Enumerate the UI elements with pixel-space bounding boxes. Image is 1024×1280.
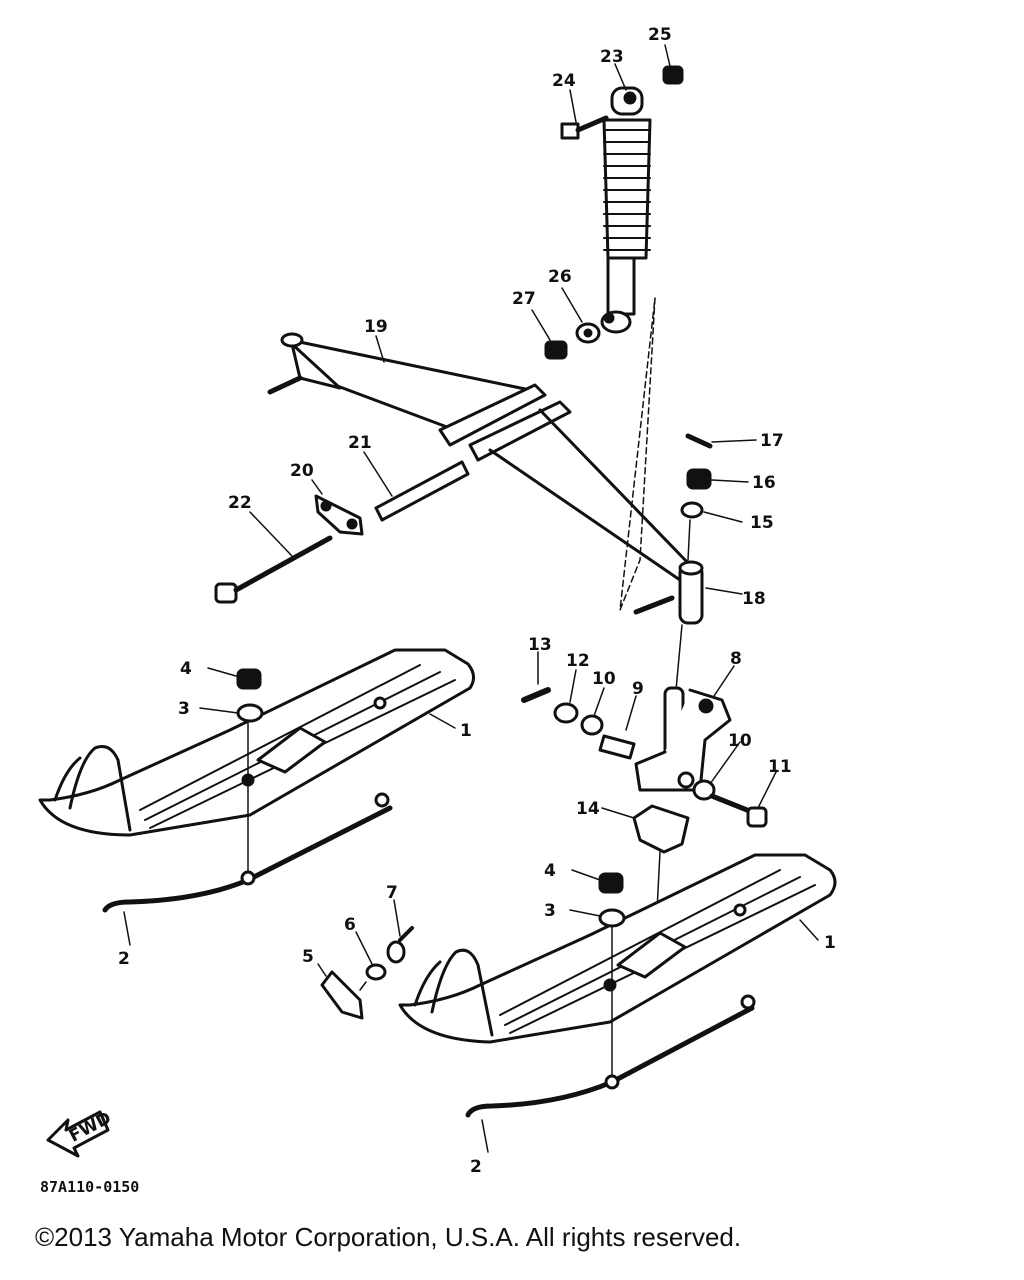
washer-10a xyxy=(580,714,604,736)
collar-9 xyxy=(598,734,636,760)
label-6: 6 xyxy=(344,915,356,935)
cotter-pin-17 xyxy=(685,433,713,449)
label-10a: 10 xyxy=(592,669,616,689)
label-4b: 4 xyxy=(544,861,556,881)
label-1a: 1 xyxy=(460,721,472,741)
label-12: 12 xyxy=(566,651,590,671)
ski-left xyxy=(38,648,475,837)
washer-3a xyxy=(236,703,264,723)
nut-25 xyxy=(662,65,684,85)
label-9: 9 xyxy=(632,679,644,699)
label-3a: 3 xyxy=(178,699,190,719)
ski-right xyxy=(398,853,837,1044)
label-7: 7 xyxy=(386,883,398,903)
label-23: 23 xyxy=(600,47,624,67)
label-18: 18 xyxy=(742,589,766,609)
pin-13 xyxy=(521,687,551,703)
shock-upper-bolt xyxy=(560,115,609,140)
label-14: 14 xyxy=(576,799,600,819)
rivet-7 xyxy=(386,926,414,964)
label-3b: 3 xyxy=(544,901,556,921)
drawing-code: 87A110-0150 xyxy=(40,1178,139,1196)
forward-arrow-icon xyxy=(46,1110,110,1158)
nut-27 xyxy=(544,340,568,360)
label-1b: 1 xyxy=(824,933,836,953)
label-2b: 2 xyxy=(470,1157,482,1177)
runner-left xyxy=(102,805,393,913)
ski-tip-5 xyxy=(320,970,364,1020)
nut-4b xyxy=(598,872,624,894)
washer-3b xyxy=(598,908,626,928)
spindle-bracket xyxy=(634,686,732,792)
bolt-11 xyxy=(709,793,768,828)
a-arm xyxy=(267,332,704,625)
label-11: 11 xyxy=(768,757,792,777)
washer-6 xyxy=(365,963,387,981)
label-19: 19 xyxy=(364,317,388,337)
label-20: 20 xyxy=(290,461,314,481)
label-25: 25 xyxy=(648,25,672,45)
label-17: 17 xyxy=(760,431,784,451)
bushing-12 xyxy=(553,702,579,724)
label-16: 16 xyxy=(752,473,776,493)
collar-21 xyxy=(374,460,470,522)
washer-15 xyxy=(680,501,704,519)
label-4a: 4 xyxy=(180,659,192,679)
nut-4a xyxy=(236,668,262,690)
label-15: 15 xyxy=(750,513,774,533)
label-26: 26 xyxy=(548,267,572,287)
damper-14 xyxy=(632,804,690,854)
label-24: 24 xyxy=(552,71,576,91)
label-5: 5 xyxy=(302,947,314,967)
label-21: 21 xyxy=(348,433,372,453)
shock-absorber xyxy=(600,86,652,334)
copyright-notice: ©2013 Yamaha Motor Corporation, U.S.A. A… xyxy=(35,1222,742,1252)
washer-10b xyxy=(692,779,716,801)
label-10b: 10 xyxy=(728,731,752,751)
runner-right xyxy=(465,1005,755,1118)
label-27: 27 xyxy=(512,289,536,309)
label-13: 13 xyxy=(528,635,552,655)
label-8: 8 xyxy=(730,649,742,669)
label-2a: 2 xyxy=(118,949,130,969)
nut-16 xyxy=(686,468,712,490)
label-22: 22 xyxy=(228,493,252,513)
bolt-22 xyxy=(214,535,333,604)
